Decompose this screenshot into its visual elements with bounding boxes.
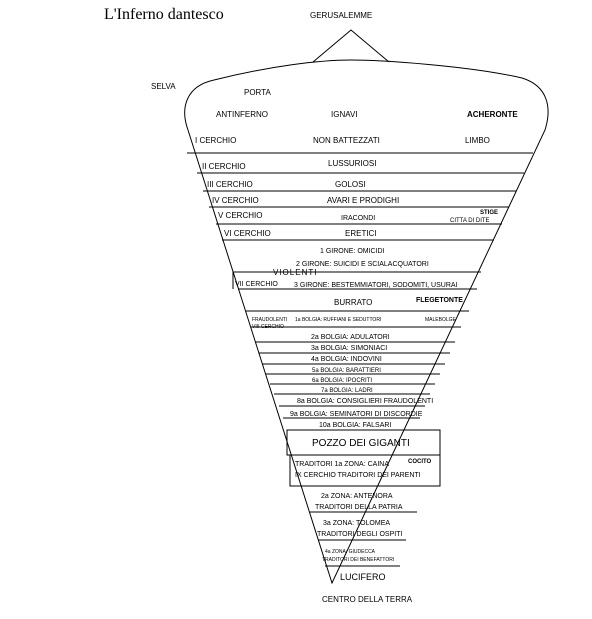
label-violenti: VIOLENTI (273, 268, 317, 277)
label-selva: SELVA (151, 82, 176, 91)
label-c1-label: NON BATTEZZATI (313, 136, 380, 145)
label-bolgia-10: 10a BOLGIA: FALSARI (319, 422, 391, 429)
label-acheronte: ACHERONTE (467, 110, 518, 119)
label-c6-name: VI CERCHIO (224, 229, 271, 238)
label-c4-label: AVARI E PRODIGHI (327, 196, 399, 205)
label-citta-dite: CITTA DI DITE (450, 218, 490, 224)
cocito-box (289, 454, 441, 487)
label-gerusalemme: GERUSALEMME (310, 11, 372, 20)
label-burrato: BURRATO (334, 298, 372, 307)
label-centro-terra: CENTRO DELLA TERRA (322, 595, 413, 604)
label-c1-name: I CERCHIO (195, 136, 236, 145)
label-bolgia-6: 6a BOLGIA: IPOCRITI (312, 378, 372, 384)
label-zona-4b: TRADITORI DEI BENEFATTORI (322, 557, 394, 563)
label-c4-name: IV CERCHIO (212, 196, 259, 205)
label-flegetonte: FLEGETONTE (416, 297, 463, 304)
label-zona-3b: TRADITORI DEGLI OSPITI (317, 531, 402, 538)
label-c1-place: LIMBO (465, 136, 490, 145)
label-antinferno: ANTINFERNO (216, 110, 268, 119)
label-cocito: COCITO (408, 459, 432, 465)
mountain-peak (312, 29, 390, 63)
label-c2-label: LUSSURIOSI (328, 159, 376, 168)
label-malebolge: MALEBOLGE (425, 317, 457, 323)
label-fraudolenti: FRAUDOLENTI (252, 317, 287, 323)
label-c7-name: VII CERCHIO (235, 281, 278, 288)
label-ignavi: IGNAVI (331, 110, 358, 119)
label-bolgia-3: 3a BOLGIA: SIMONIACI (311, 345, 387, 352)
label-bolgia-7: 7a BOLGIA: LADRI (321, 388, 373, 394)
page-title: L'Inferno dantesco (104, 6, 224, 23)
label-bolgia-9: 9a BOLGIA: SEMINATORI DI DISCORDIE (290, 411, 423, 418)
label-girone3: 3 GIRONE: BESTEMMIATORI, SODOMITI, USURA… (294, 282, 458, 289)
label-stige: STIGE (480, 210, 498, 216)
label-c5-name: V CERCHIO (218, 211, 262, 220)
label-c6-label: ERETICI (345, 229, 377, 238)
label-zona-2a: 2a ZONA: ANTENORA (321, 493, 393, 500)
inferno-cone-outline (184, 59, 549, 585)
label-c2-name: II CERCHIO (202, 162, 246, 171)
label-lucifero: LUCIFERO (340, 572, 386, 582)
label-bolgia-4: 4a BOLGIA: INDOVINI (311, 356, 382, 363)
label-girone2: 2 GIRONE: SUICIDI E SCIALACQUATORI (296, 261, 429, 268)
label-zona-3a: 3a ZONA: TOLOMEA (323, 520, 390, 527)
label-c3-name: III CERCHIO (207, 180, 253, 189)
label-bolgia-5: 5a BOLGIA: BARATTIERI (312, 368, 381, 374)
label-zona-4a: 4a ZONA: GIUDECCA (325, 549, 376, 555)
label-zona-1b: IX CERCHIO TRADITORI DEI PARENTI (295, 472, 421, 479)
label-bolgia-8: 8a BOLGIA: CONSIGLIERI FRAUDOLENTI (297, 398, 433, 405)
label-bolgia-2: 2a BOLGIA: ADULATORI (311, 334, 390, 341)
label-zona-2b: TRADITORI DELLA PATRIA (315, 504, 403, 511)
label-pozzo: POZZO DEI GIGANTI (312, 438, 410, 449)
label-c8-name: VIII CERCHIO (252, 324, 284, 330)
label-c3-label: GOLOSI (335, 180, 366, 189)
label-zona-1a: TRADITORI 1a ZONA: CAINA (295, 461, 389, 468)
label-bolgia-1: 1a BOLGIA: RUFFIANI E SEDUTTORI (295, 317, 381, 323)
label-porta: PORTA (244, 88, 271, 97)
label-girone1: 1 GIRONE: OMICIDI (320, 248, 385, 255)
label-c5-label: IRACONDI (341, 215, 375, 222)
